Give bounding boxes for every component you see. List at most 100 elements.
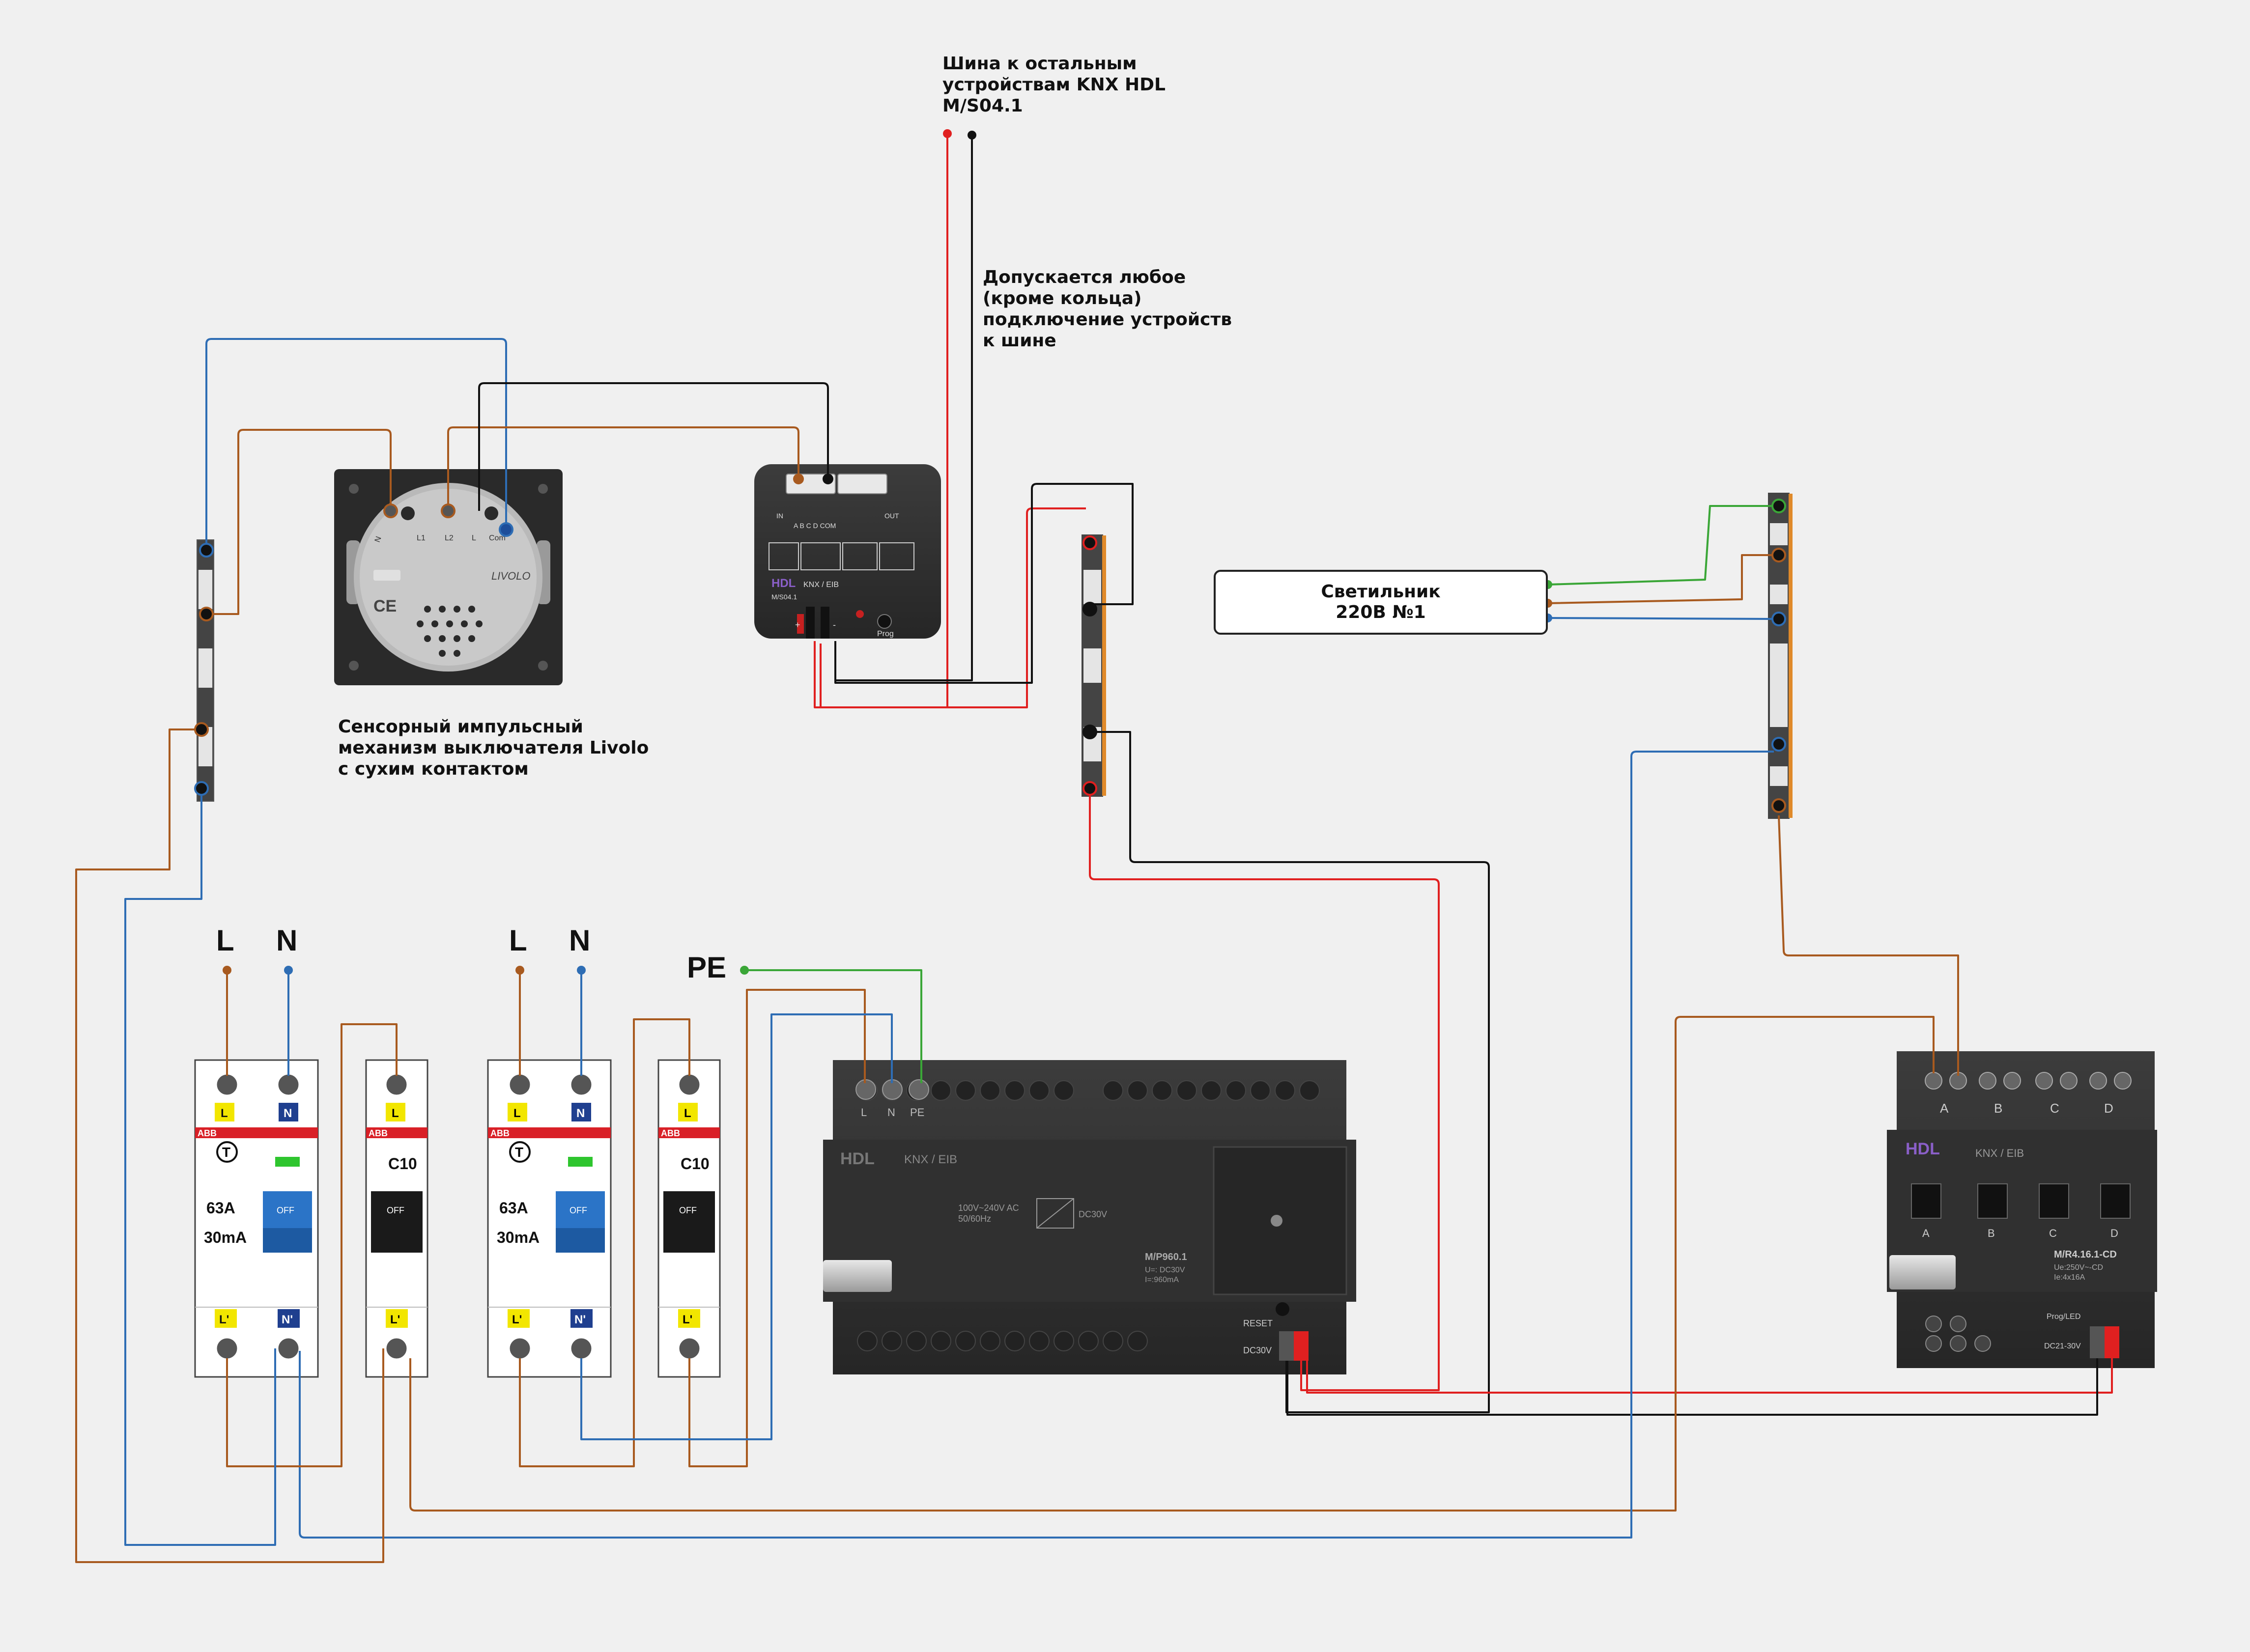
mcb-2-toggle: OFF (679, 1205, 697, 1215)
mcb-1: ABB L C10 OFF L' (365, 1059, 428, 1378)
svg-text:T: T (515, 1145, 523, 1160)
wire-red-strip2-to-psu (1089, 791, 1440, 1391)
relay-module: HDL KNX / EIB A B C D M/R4.16.1-CD Ue:25… (1887, 1051, 2157, 1368)
wire-brown-mcb1-to-strip1 (75, 728, 384, 1563)
psu-brand: HDL (840, 1149, 875, 1168)
rcd-2-toggle: OFF (570, 1205, 587, 1215)
wire-black-psu-to-relay (1286, 1358, 2098, 1416)
ms04-model: M/S04.1 (771, 593, 797, 601)
psu-spec-2: I=:960mA (1145, 1276, 1179, 1284)
relay-ch-a: A (1922, 1227, 1930, 1239)
rcd-1-sensitivity: 30mA (204, 1229, 247, 1246)
bus-note: Шина к остальным устройствам KNX HDL M/S… (942, 54, 1166, 116)
psu-model: M/P960.1 (1145, 1252, 1187, 1262)
psu-input-1: 100V~240V AC (958, 1203, 1019, 1213)
wire-green-pe (744, 969, 922, 1083)
wire-brown-livolo-to-ms04 (447, 426, 799, 511)
relay-ch-c: C (2049, 1227, 2057, 1239)
relay-spec-2: Ie:4x16A (2054, 1273, 2085, 1282)
rcd-1-top-l: L (221, 1107, 228, 1120)
mcb-2-brand: ABB (661, 1128, 680, 1138)
wire-brown-strip3-to-relay (1778, 815, 1959, 1076)
rcd-2-top-l: L (513, 1107, 521, 1120)
svg-text:N: N (373, 535, 383, 544)
wire-dots (194, 129, 1786, 975)
ms04-module: IN OUT A B C D COM HDL KNX / EIB M/S04.1… (754, 464, 941, 639)
wire-blue-strip3-return (299, 751, 1774, 1539)
relay-bus: KNX / EIB (1975, 1147, 2024, 1159)
relay-brand: HDL (1906, 1140, 1940, 1158)
lamp-title: Светильник (1321, 582, 1441, 602)
psu-spec-1: U=: DC30V (1145, 1266, 1185, 1274)
mcb-2: ABB L C10 OFF L' (657, 1059, 721, 1378)
terminal-strip-left (197, 539, 214, 802)
ms04-brand: HDL (771, 577, 796, 590)
terminal-strip-right (1768, 493, 1793, 819)
rcd-1-toggle: OFF (277, 1205, 294, 1215)
mcb-1-brand: ABB (369, 1128, 388, 1138)
lamp-subtitle: 220В №1 (1336, 602, 1426, 622)
ms04-bus: KNX / EIB (803, 581, 839, 589)
ms04-plus: + (795, 620, 800, 630)
svg-text:T: T (222, 1145, 230, 1160)
ms04-prog: Prog (877, 630, 894, 638)
wire-brown-mcb2-to-psu (688, 989, 866, 1467)
supply-label-n1: N (276, 924, 298, 957)
svg-text:B: B (1994, 1101, 2002, 1116)
wire-brown-strip-to-livolo (206, 429, 392, 615)
mcb-1-top-l: L (392, 1107, 399, 1120)
wire-brown-relay-to-mcb2 (409, 1016, 1935, 1512)
rcd-1-top-n: N (284, 1107, 292, 1120)
rcd-2-sensitivity: 30mA (497, 1229, 540, 1246)
wire-blue-strip-to-livolo (205, 338, 507, 550)
psu-dc-label: DC30V (1243, 1345, 1272, 1355)
rcd-1: ABB L N T 63A 30mA OFF L' N' (194, 1059, 319, 1378)
svg-text:Com: Com (489, 534, 506, 542)
terminal-strip-middle (1082, 534, 1106, 797)
rcd-1-bottom-l: L' (219, 1313, 229, 1326)
relay-ch-b: B (1988, 1227, 1995, 1239)
wire-brown-rcd1-to-mcb1 (226, 1023, 398, 1467)
rcd-2-rating: 63A (499, 1199, 528, 1217)
wire-black-ms04-to-strip2 (834, 483, 1134, 684)
svg-text:C: C (2050, 1101, 2059, 1116)
wire-green-lamp (1547, 505, 1774, 586)
ms04-out-label: OUT (884, 512, 899, 520)
wire-blue-lamp (1547, 617, 1774, 620)
rcd-2-brand: ABB (490, 1128, 510, 1138)
psu-term-pe: PE (910, 1106, 924, 1119)
rcd-2-bottom-l: L' (512, 1313, 522, 1326)
mcb-2-bottom-l: L' (683, 1313, 692, 1326)
mcb-1-toggle: OFF (387, 1205, 404, 1215)
livolo-brand-label: LIVOLO (491, 570, 530, 582)
wire-black-livolo-to-ms04 (478, 382, 829, 511)
wire-red-psu-to-relay (1306, 1358, 2113, 1394)
rcd-1-brand: ABB (198, 1128, 217, 1138)
supply-label-pe: PE (687, 951, 727, 984)
svg-text:CE: CE (373, 597, 397, 616)
mcb-1-bottom-l: L' (390, 1313, 400, 1326)
psu-output: DC30V (1079, 1209, 1107, 1219)
svg-text:A: A (1940, 1101, 1949, 1116)
ms04-in-label: IN (776, 512, 783, 520)
ms04-channels: A B C D COM (794, 522, 836, 530)
psu-term-n: N (887, 1106, 895, 1119)
mcb-1-rating: C10 (388, 1155, 417, 1173)
wire-black-strip2-to-psu (1086, 731, 1490, 1413)
ms04-minus: - (833, 620, 836, 630)
wire-blue-rcd1-to-strip1 (124, 788, 276, 1546)
svg-text:L: L (472, 534, 476, 542)
rcd-1-rating: 63A (206, 1199, 235, 1217)
wire-brown-rcd2-to-mcb2 (519, 1018, 690, 1467)
rcd-2-bottom-n: N' (574, 1313, 586, 1326)
psu-input-2: 50/60Hz (958, 1214, 991, 1224)
supply-label-n2: N (569, 924, 591, 957)
lamp-box: Светильник 220В №1 (1214, 570, 1548, 635)
wire-blue-rcd2-to-psu (580, 1013, 893, 1440)
rcd-1-bottom-n: N' (282, 1313, 293, 1326)
